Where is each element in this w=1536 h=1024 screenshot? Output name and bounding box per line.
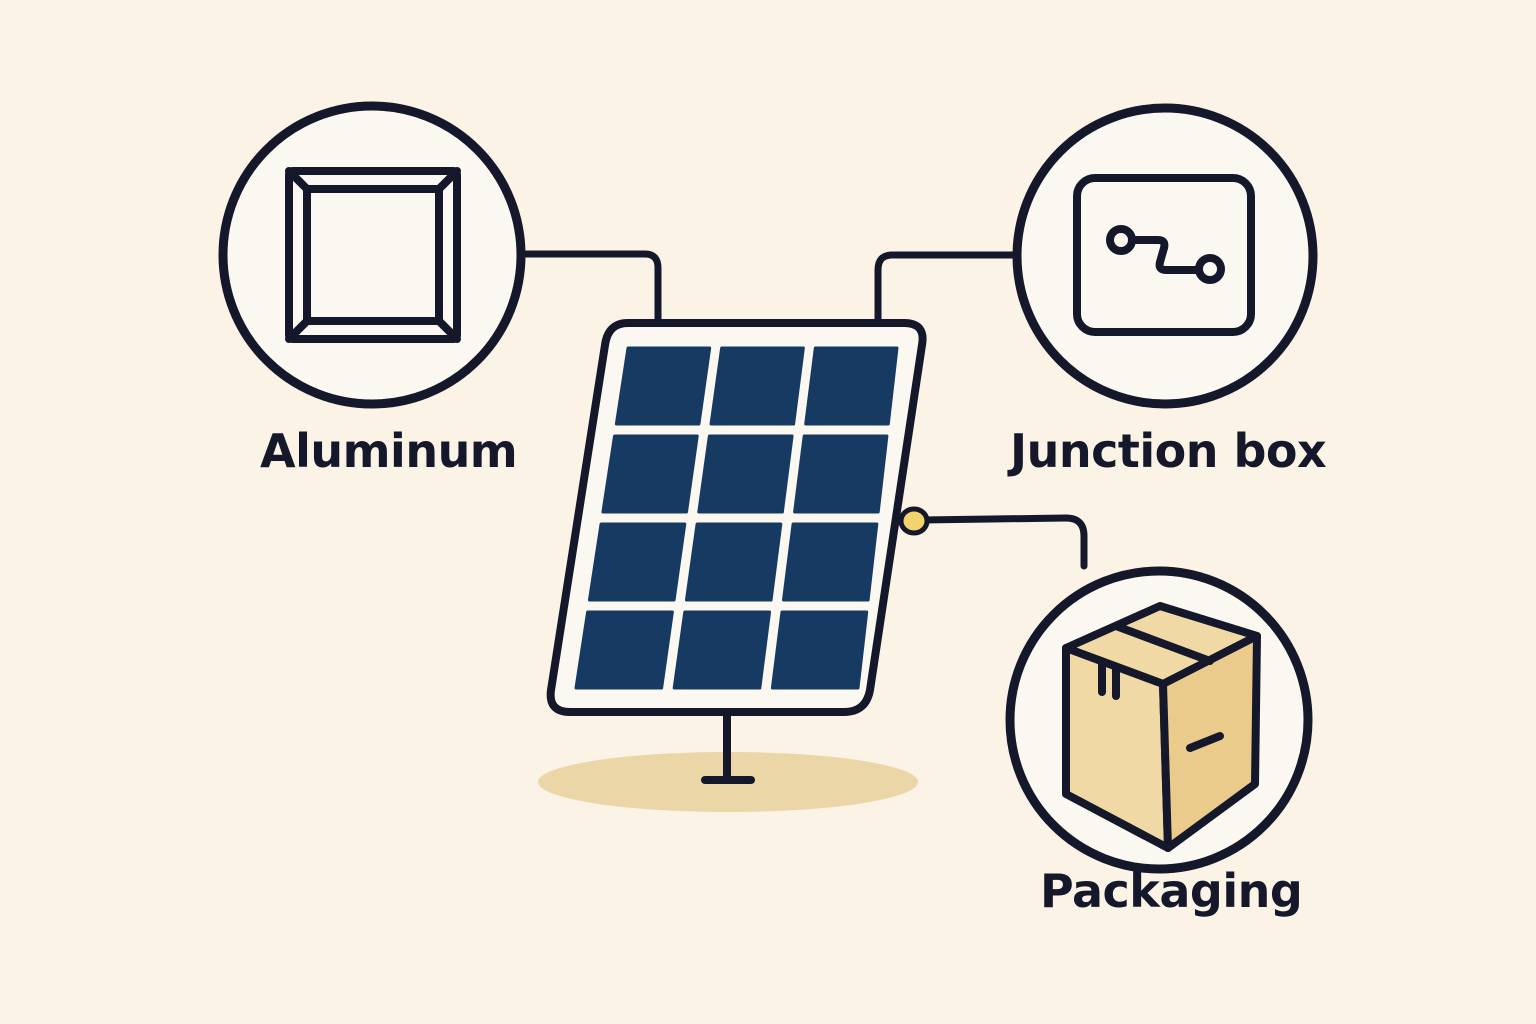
solar-panel-icon [546, 319, 930, 716]
panel-connector-knob [898, 506, 930, 536]
label-aluminum: Aluminum [260, 424, 518, 478]
solar-cell [684, 522, 783, 602]
solar-cell [793, 434, 889, 514]
solar-cell [614, 346, 712, 426]
solar-cell [782, 522, 879, 602]
solar-cell [770, 610, 869, 690]
connector-line-junction-box [874, 251, 1021, 326]
connector-line-packaging [918, 514, 1088, 570]
junction-box-icon [1073, 174, 1255, 336]
junction-box-node [1012, 103, 1318, 409]
solar-cell [697, 434, 794, 514]
aluminum-frame-icon [285, 167, 461, 343]
cardboard-box-icon [1062, 602, 1261, 852]
solar-cell [804, 346, 899, 426]
solar-cell [709, 346, 805, 426]
solar-cell [587, 522, 687, 602]
aluminum-circle [218, 101, 526, 409]
solar-cell [601, 434, 699, 514]
solar-cell [574, 610, 674, 690]
solar-cell [672, 610, 772, 690]
aluminum-node [218, 101, 526, 409]
connector-line-aluminum [518, 250, 662, 326]
label-junction-box: Junction box [1010, 424, 1327, 478]
packaging-node [1005, 566, 1313, 874]
label-packaging: Packaging [1040, 864, 1303, 918]
solar-cell-grid [574, 346, 899, 690]
